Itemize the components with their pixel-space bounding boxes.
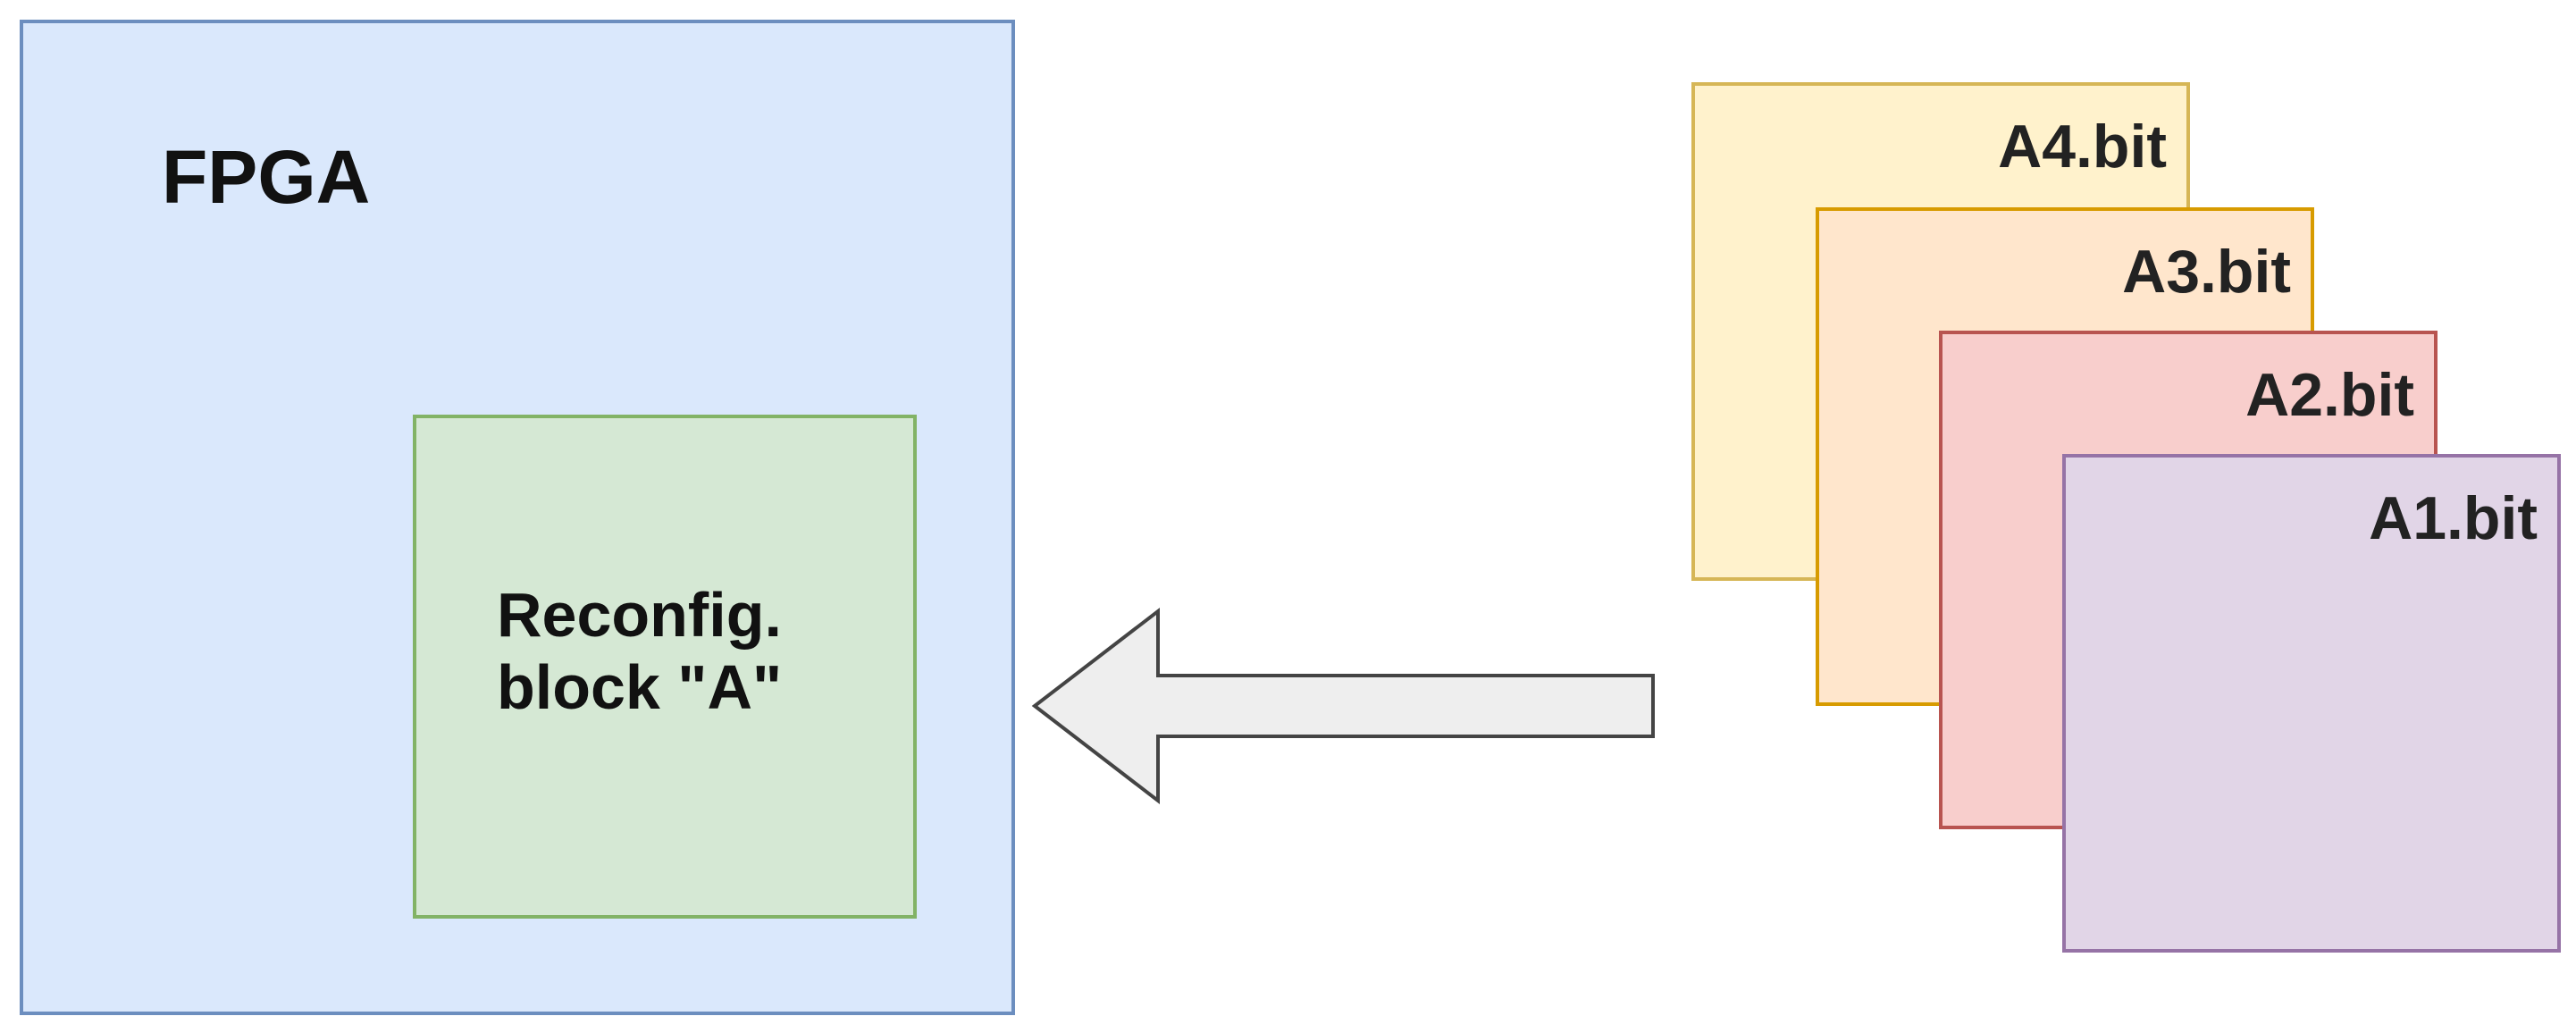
reconfig-block-label: Reconfig. block "A" [497,580,783,722]
load-arrow-icon [1031,607,1655,805]
bitfile-a4-label: A4.bit [1998,113,2167,181]
bitfile-a1: A1.bit [2062,454,2561,953]
reconfig-block: Reconfig. block "A" [413,415,917,919]
bitfile-a1-label: A1.bit [2369,484,2538,552]
fpga-label: FPGA [162,135,371,219]
bitfile-a3-label: A3.bit [2122,238,2291,306]
fpga-box: FPGA Reconfig. block "A" [20,20,1015,1015]
load-arrow-shape [1031,607,1655,805]
bitfile-a2-label: A2.bit [2245,361,2414,429]
